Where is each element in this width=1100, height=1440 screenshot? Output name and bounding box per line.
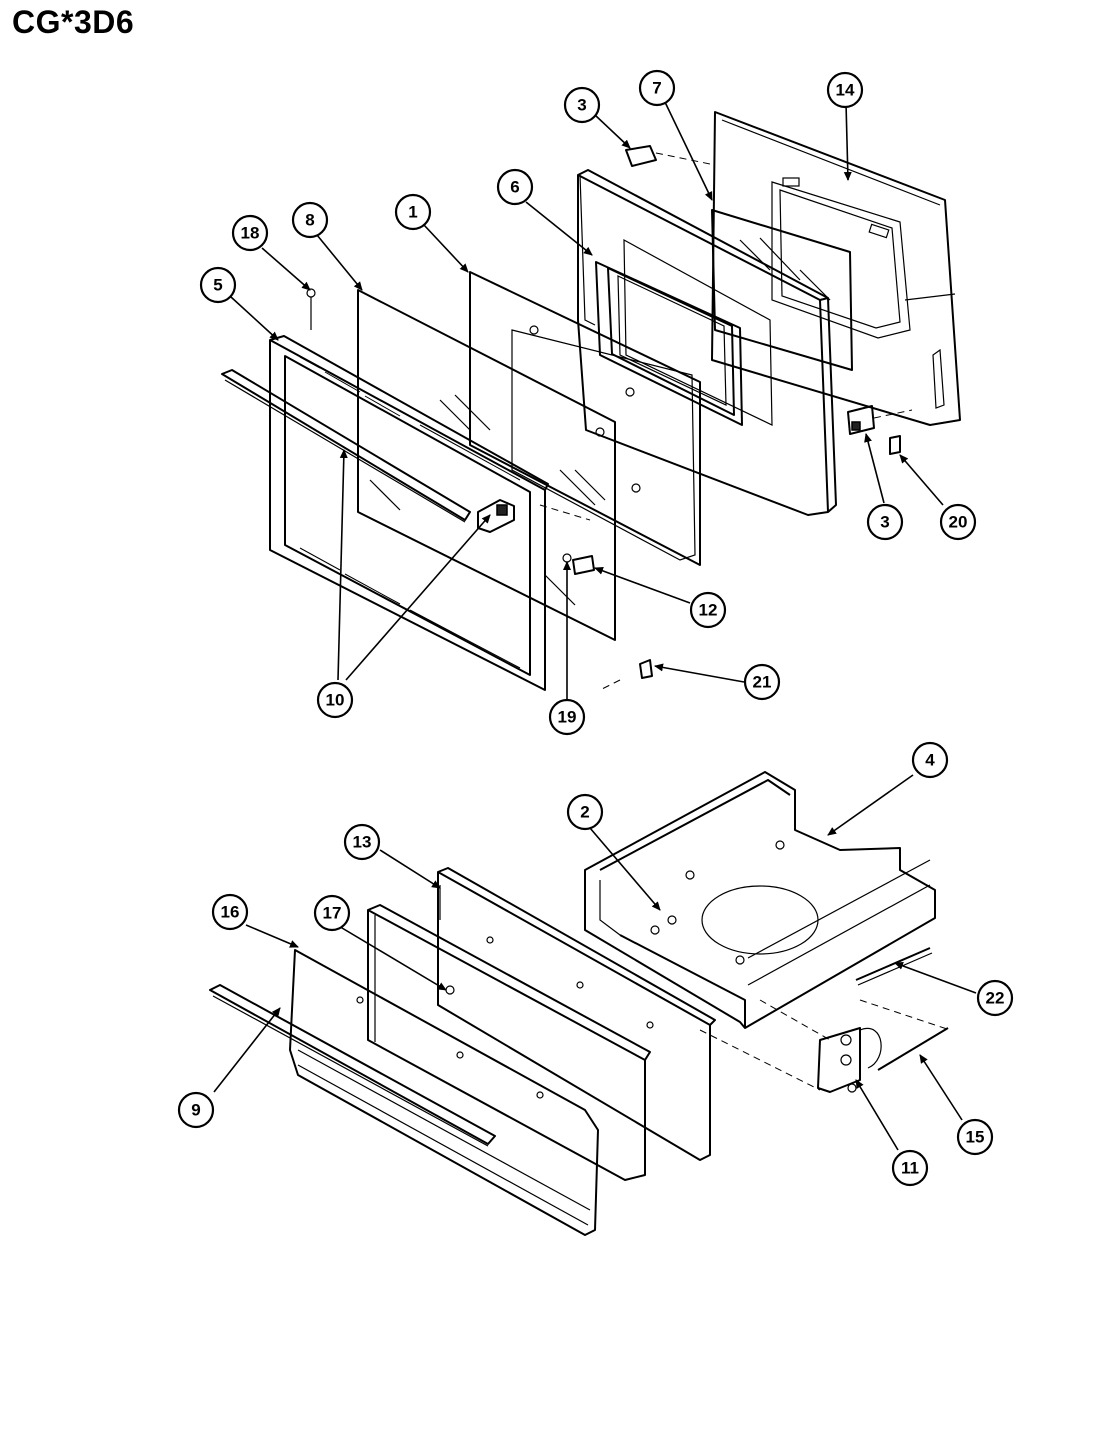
svg-text:9: 9 xyxy=(191,1101,200,1120)
svg-text:3: 3 xyxy=(577,96,586,115)
screw-2 xyxy=(667,915,677,925)
leader-lines xyxy=(213,99,977,1151)
drawer-back-panel xyxy=(437,867,716,1161)
callout-4: 4 xyxy=(911,741,949,779)
svg-text:17: 17 xyxy=(323,904,342,923)
model-title: CG*3D6 xyxy=(12,4,135,40)
svg-text:10: 10 xyxy=(326,691,345,710)
svg-text:2: 2 xyxy=(580,803,589,822)
svg-text:3: 3 xyxy=(880,513,889,532)
window-frame xyxy=(595,261,743,426)
callout-11: 11 xyxy=(891,1149,929,1187)
hinge-bottom xyxy=(847,405,875,435)
svg-text:22: 22 xyxy=(986,989,1005,1008)
callout-1: 1 xyxy=(394,193,432,231)
screw-18 xyxy=(306,288,316,330)
spring-22 xyxy=(855,947,933,986)
callout-15: 15 xyxy=(956,1118,994,1156)
screw-19 xyxy=(562,553,572,563)
svg-text:20: 20 xyxy=(949,513,968,532)
svg-text:21: 21 xyxy=(753,673,772,692)
svg-text:11: 11 xyxy=(901,1159,919,1178)
drawer-handle xyxy=(209,984,496,1147)
outer-glass xyxy=(357,289,616,641)
callout-13: 13 xyxy=(343,823,381,861)
slide-bracket-11 xyxy=(817,1027,882,1093)
callout-17: 17 xyxy=(313,894,351,932)
callout-18: 18 xyxy=(231,214,269,252)
callout-3-top: 3 xyxy=(563,86,601,124)
svg-text:8: 8 xyxy=(305,211,314,230)
callout-14: 14 xyxy=(826,71,864,109)
svg-text:19: 19 xyxy=(558,708,577,727)
svg-text:5: 5 xyxy=(213,276,222,295)
svg-text:15: 15 xyxy=(966,1128,985,1147)
clip-21 xyxy=(639,659,653,679)
callout-10: 10 xyxy=(316,681,354,719)
callout-19: 19 xyxy=(548,698,586,736)
callout-9: 9 xyxy=(177,1091,215,1129)
door-liner xyxy=(577,169,837,516)
callout-5: 5 xyxy=(199,266,237,304)
hinge-top xyxy=(625,145,657,167)
callout-2: 2 xyxy=(566,793,604,831)
svg-text:7: 7 xyxy=(652,79,661,98)
callout-7: 7 xyxy=(638,69,676,107)
svg-text:13: 13 xyxy=(353,833,372,852)
svg-text:1: 1 xyxy=(408,203,417,222)
svg-text:16: 16 xyxy=(221,903,240,922)
callout-21: 21 xyxy=(743,663,781,701)
callout-8: 8 xyxy=(291,201,329,239)
callout-16: 16 xyxy=(211,893,249,931)
drawer-front xyxy=(289,949,599,1236)
callout-12: 12 xyxy=(689,591,727,629)
inner-door-panel xyxy=(711,111,961,426)
middle-glass xyxy=(469,271,701,566)
svg-text:14: 14 xyxy=(836,81,855,100)
bumper-20 xyxy=(889,435,901,455)
callout-22: 22 xyxy=(976,979,1014,1017)
drawer-body xyxy=(584,771,936,1029)
drawer-liner-panel xyxy=(367,904,651,1181)
callout-20: 20 xyxy=(939,503,977,541)
svg-text:6: 6 xyxy=(510,178,519,197)
clip-12 xyxy=(572,555,595,575)
rod-15 xyxy=(877,1027,949,1071)
svg-text:18: 18 xyxy=(241,224,260,243)
svg-text:4: 4 xyxy=(925,751,935,770)
callout-6: 6 xyxy=(496,168,534,206)
svg-text:12: 12 xyxy=(699,601,718,620)
callout-3-bottom: 3 xyxy=(866,503,904,541)
